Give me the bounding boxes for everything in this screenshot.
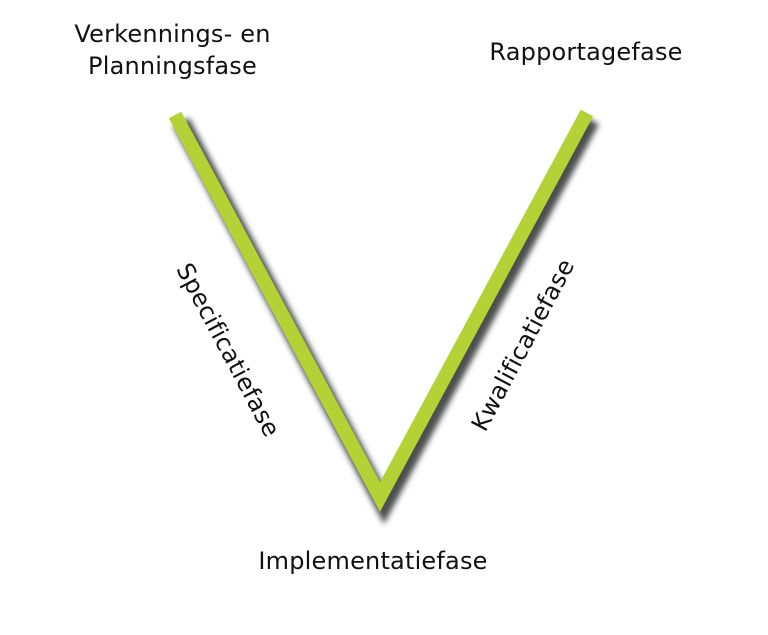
phase-label-exploration-planning: Verkennings- en Planningsfase xyxy=(0,18,345,82)
phase-label-exploration-line1: Verkennings- en xyxy=(74,20,271,48)
phase-label-reporting: Rapportagefase xyxy=(489,38,683,66)
phase-label-exploration-line2: Planningsfase xyxy=(88,52,257,80)
phase-label-implementation: Implementatiefase xyxy=(258,547,488,575)
v-shape xyxy=(168,109,594,512)
